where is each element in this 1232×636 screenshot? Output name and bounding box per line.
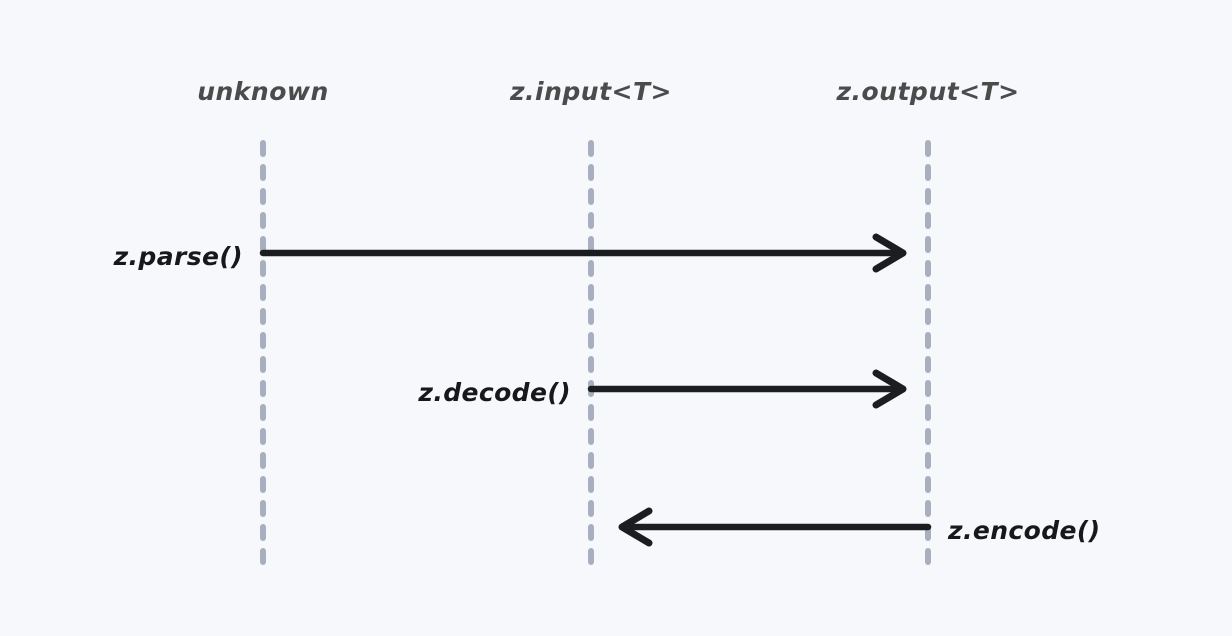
participant-zinput[interactable]: z.input<T> [509,77,672,573]
arrowhead-right-parse [872,233,907,273]
participant-label-zoutput: z.output<T> [835,77,1019,106]
message-label-parse: z.parse() [113,242,243,271]
message-parse[interactable]: z.parse() [113,233,907,273]
message-label-encode: z.encode() [947,516,1101,545]
participant-unknown[interactable]: unknown [197,77,329,573]
participant-label-unknown: unknown [197,77,329,106]
arrowhead-right-decode [872,369,907,409]
participant-zoutput[interactable]: z.output<T> [835,77,1019,573]
message-label-decode: z.decode() [417,378,571,407]
participant-label-zinput: z.input<T> [509,77,672,106]
message-encode[interactable]: z.encode() [618,507,1101,547]
message-decode[interactable]: z.decode() [417,369,907,409]
arrowhead-left-encode [618,507,653,547]
